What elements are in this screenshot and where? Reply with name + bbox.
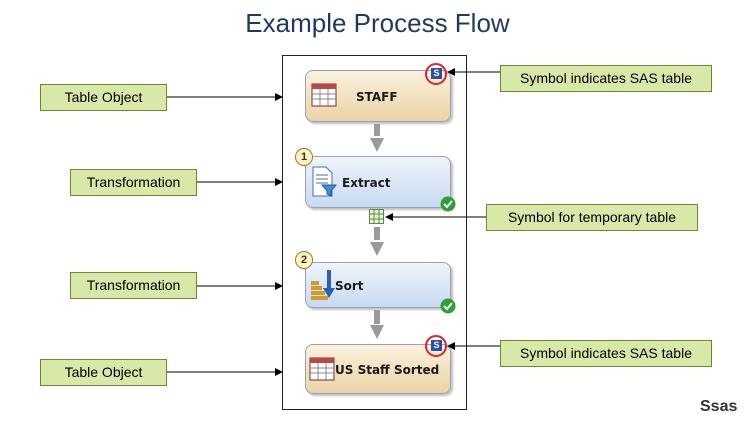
sas-table-badge: S (425, 335, 447, 357)
transformation-callout: Transformation (70, 169, 197, 196)
extract-icon (312, 166, 338, 197)
sort-transformation-node[interactable]: Sort (305, 262, 451, 308)
sas-table-symbol-callout: Symbol indicates SAS table (500, 65, 712, 92)
sort-icon (311, 270, 335, 300)
staff-node-label: STAFF (356, 90, 398, 104)
us-staff-sorted-node-label: US Staff Sorted (335, 363, 440, 377)
sas-logo: Ssas (700, 398, 738, 415)
temporary-table-icon[interactable] (369, 209, 384, 224)
sas-table-badge: S (425, 63, 447, 85)
step-number: 2 (300, 254, 308, 266)
sas-badge-icon: S (431, 68, 442, 79)
check-status-icon (440, 196, 456, 212)
sas-badge-icon: S (431, 340, 442, 351)
table-icon (311, 83, 337, 107)
temporary-table-symbol-callout: Symbol for temporary table (486, 204, 698, 231)
check-status-icon (440, 298, 456, 314)
extract-node-label: Extract (342, 176, 391, 190)
table-object-callout: Table Object (40, 359, 167, 386)
transformation-callout: Transformation (70, 272, 197, 299)
table-object-callout: Table Object (40, 84, 167, 111)
extract-transformation-node[interactable]: Extract (305, 156, 451, 208)
step-number-badge: 2 (295, 251, 313, 269)
sas-badge-letter: S (433, 68, 440, 78)
sas-table-symbol-callout: Symbol indicates SAS table (500, 340, 712, 367)
sort-node-label: Sort (335, 279, 364, 293)
step-number-badge: 1 (295, 148, 313, 166)
table-icon (309, 357, 335, 381)
page-title: Example Process Flow (245, 8, 510, 38)
sas-badge-letter: S (433, 340, 440, 350)
step-number: 1 (300, 151, 308, 163)
